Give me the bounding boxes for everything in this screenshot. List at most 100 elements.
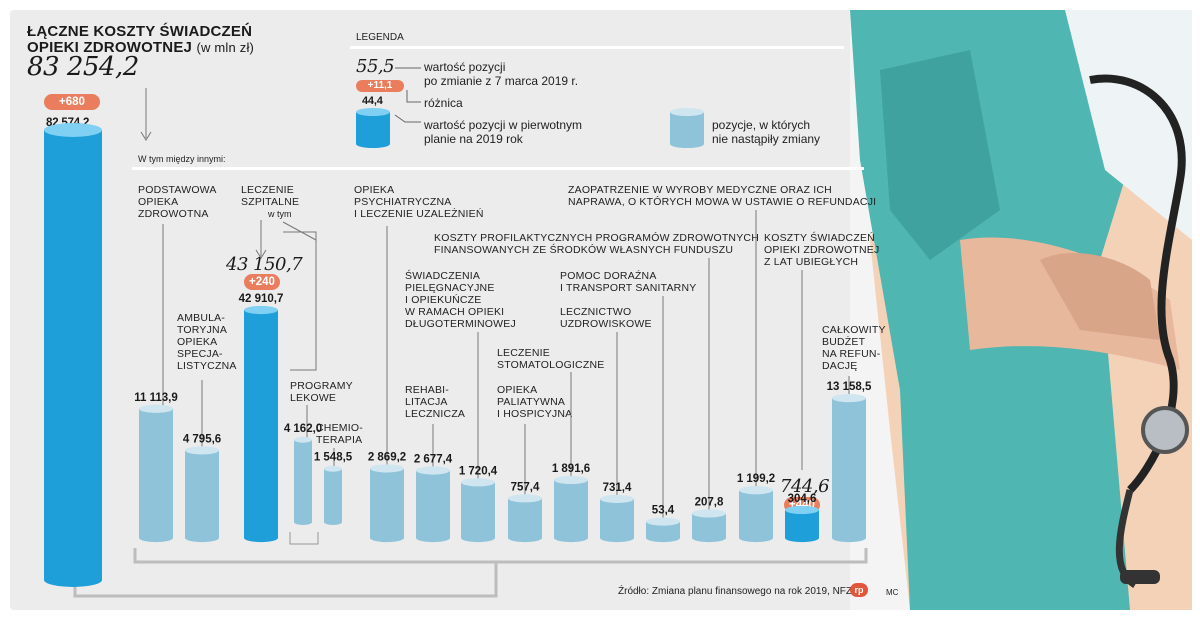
title-line-2: OPIEKI ZDROWOTNEJ bbox=[27, 39, 193, 56]
label-line: KOSZTY PROFILAKTYCZNYCH PROGRAMÓW ZDROWO… bbox=[434, 232, 759, 244]
total-bar bbox=[44, 123, 102, 587]
bar-medical-supplies bbox=[739, 486, 773, 543]
label-line: NA REFUN- bbox=[822, 348, 881, 360]
author-initials: MC bbox=[886, 588, 899, 597]
legend-old-desc: wartość pozycji w pierwotnym planie na 2… bbox=[424, 118, 582, 146]
bar-dental-top bbox=[508, 494, 542, 503]
bar-value-ambulatory: 4 795,6 bbox=[183, 433, 221, 445]
bar-refund-budget-top bbox=[832, 394, 866, 403]
bar-emergency-base bbox=[600, 533, 634, 543]
bar-chemo bbox=[324, 465, 342, 525]
bar-emergency-body bbox=[600, 498, 634, 538]
legend-old-desc-line-1: wartość pozycji w pierwotnym bbox=[424, 118, 583, 132]
label-line: POMOC DORAŹNA bbox=[560, 270, 657, 282]
label-dental: LECZENIE STOMATOLOGICZNE bbox=[497, 347, 604, 371]
chart-title: ŁĄCZNE KOSZTY ŚWIADCZEŃ OPIEKI ZDROWOTNE… bbox=[27, 24, 357, 56]
label-line: LEKOWE bbox=[290, 392, 337, 404]
label-rehab: REHABI- LITACJA LECZNICZA bbox=[405, 384, 465, 420]
bar-value-rehab: 2 677,4 bbox=[414, 453, 453, 465]
bar-rehab-top bbox=[416, 466, 450, 475]
bar-dental-base bbox=[508, 533, 542, 543]
bar-psychiatry-body bbox=[370, 468, 404, 538]
label-line: SPECJA- bbox=[177, 348, 223, 360]
label-palliative: OPIEKA PALIATYWNA I HOSPICYJNA bbox=[497, 384, 572, 420]
legend-old-desc-line-2: planie na 2019 rok bbox=[424, 132, 523, 146]
leader-arrow-hospital bbox=[255, 249, 267, 259]
source-note: Źródło: Zmiana planu finansowego na rok … bbox=[618, 586, 853, 597]
label-line: REHABI- bbox=[405, 384, 449, 396]
label-basic-care: PODSTAWOWA OPIEKA ZDROWOTNA bbox=[138, 184, 217, 220]
nurse-illustration bbox=[850, 10, 1192, 610]
legend-sample-diff: +11,1 bbox=[356, 80, 404, 92]
label-line: PROGRAMY bbox=[290, 380, 353, 392]
bar-psychiatry-top bbox=[370, 464, 404, 473]
bar-hospital-top bbox=[244, 305, 278, 315]
legend-top-rule bbox=[350, 46, 844, 49]
legend-new-desc: wartość pozycji po zmianie z 7 marca 201… bbox=[424, 60, 578, 88]
label-line: KOSZTY ŚWIADCZEŃ bbox=[764, 232, 875, 244]
label-line: PIELĘGNACYJNE bbox=[405, 282, 495, 294]
total-new-value: 83 254,2 bbox=[27, 52, 139, 82]
bar-value-previous-years: 304,6 bbox=[788, 493, 817, 505]
bar-nursing bbox=[461, 478, 495, 543]
label-line: I HOSPICYJNA bbox=[497, 408, 573, 420]
bar-value-palliative: 1 891,6 bbox=[552, 463, 590, 475]
label-line: OPIEKA bbox=[354, 184, 395, 196]
label-line: LECZENIE bbox=[497, 347, 550, 359]
bar-hospital-base bbox=[244, 533, 278, 543]
label-spa: LECZNICTWO UZDROWISKOWE bbox=[560, 306, 652, 330]
bar-dental-body bbox=[508, 498, 542, 538]
legend-sample-new: 55,5 bbox=[356, 56, 395, 77]
bar-psychiatry-base bbox=[370, 533, 404, 543]
label-line: TERAPIA bbox=[316, 434, 363, 446]
label-line: PSYCHIATRYCZNA bbox=[354, 196, 452, 208]
bar-value-emergency: 731,4 bbox=[603, 482, 632, 494]
bar-rehab bbox=[416, 466, 450, 543]
bar-previous-years-top bbox=[785, 505, 819, 515]
bar-medical-supplies-base bbox=[739, 533, 773, 543]
label-prevention: KOSZTY PROFILAKTYCZNYCH PROGRAMÓW ZDROWO… bbox=[434, 232, 759, 256]
label-line: BUDŻET bbox=[822, 336, 866, 348]
total-bar-base bbox=[44, 573, 102, 587]
bar-nursing-top bbox=[461, 478, 495, 487]
bar-basic-care-base bbox=[139, 533, 173, 543]
bar-spa-top bbox=[646, 517, 680, 526]
label-line: OPIEKA bbox=[497, 384, 538, 396]
label-line: DŁUGOTERMINOWEJ bbox=[405, 318, 516, 330]
bar-emergency bbox=[600, 494, 634, 543]
bar-value-spa: 53,4 bbox=[652, 505, 675, 517]
bar-hospital-body bbox=[244, 310, 278, 538]
legend-unchanged-bar-icon bbox=[670, 108, 704, 148]
bar-palliative-top bbox=[554, 475, 588, 485]
bar-previous-years-body bbox=[785, 509, 819, 538]
brackets bbox=[73, 532, 868, 598]
label-line: LISTYCZNA bbox=[177, 360, 237, 372]
label-medical-supplies: ZAOPATRZENIE W WYROBY MEDYCZNE ORAZ ICH … bbox=[568, 184, 876, 208]
bar-palliative bbox=[554, 475, 588, 543]
bar-ambulatory-top bbox=[185, 446, 219, 455]
bar-drug-programs-top bbox=[294, 436, 312, 443]
label-line: I TRANSPORT SANITARNY bbox=[560, 282, 697, 294]
leader-lines bbox=[140, 88, 850, 524]
label-line: W RAMACH OPIEKI bbox=[405, 306, 505, 318]
bar-drug-programs-base bbox=[294, 519, 312, 525]
bar-value-chemo: 1 548,5 bbox=[314, 452, 353, 464]
bar-spa-body bbox=[646, 521, 680, 538]
brand-logo: rp bbox=[850, 583, 868, 597]
label-line: LECZENIE bbox=[241, 184, 294, 196]
legend-unchanged-desc-line-1: pozycje, w których bbox=[712, 118, 811, 132]
hospital-new-value: 43 150,7 bbox=[226, 254, 303, 275]
label-line: PALIATYWNA bbox=[497, 396, 566, 408]
label-nursing: ŚWIADCZENIA PIELĘGNACYJNE I OPIEKUŃCZE W… bbox=[405, 270, 516, 330]
bar-ambulatory-base bbox=[185, 533, 219, 543]
bar-ambulatory bbox=[185, 446, 219, 543]
bar-emergency-top bbox=[600, 494, 634, 503]
bar-value-drug-programs: 4 162,0 bbox=[284, 423, 322, 435]
label-hospital-sub: w tym bbox=[268, 209, 292, 219]
label-line: SZPITALNE bbox=[241, 196, 300, 208]
bracket-categories bbox=[133, 548, 868, 564]
label-hospital: LECZENIE SZPITALNE bbox=[241, 184, 299, 208]
legend-bottom-rule bbox=[132, 167, 864, 170]
legend-title: LEGENDA bbox=[356, 32, 404, 43]
